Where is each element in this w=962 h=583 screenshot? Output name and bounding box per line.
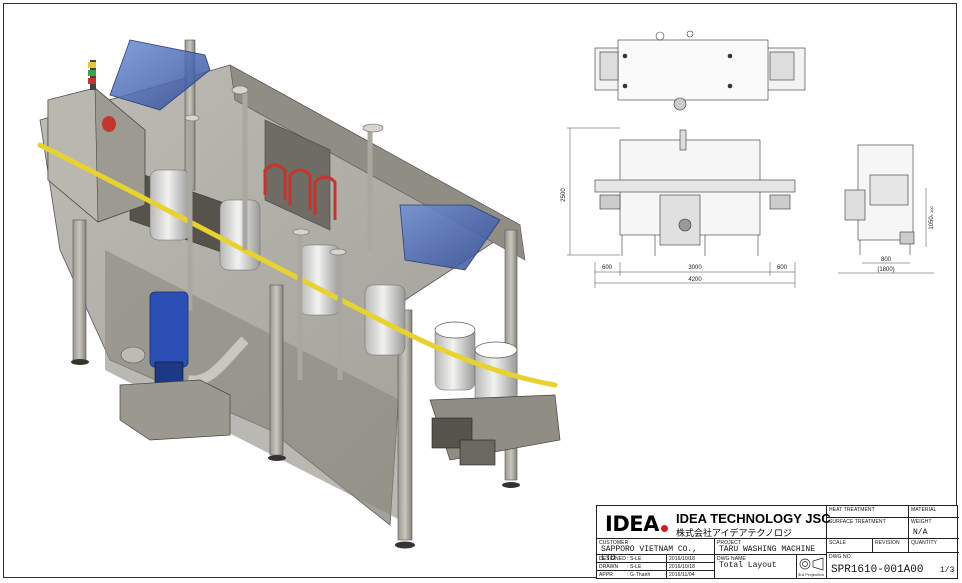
material-cell: MATERIAL: [909, 506, 959, 518]
title-block: IDEA IDEA TECHNOLOGY JSC 株式会社アイデアテクノロジ H…: [596, 505, 959, 579]
dim-right-section: 600: [777, 265, 788, 271]
dim-middle-section: 3000: [688, 265, 702, 271]
idea-logo: IDEA: [605, 512, 659, 536]
projection-cell: 3rd Projection: [797, 555, 827, 579]
dim-side-height: 2500: [561, 188, 567, 202]
designed-date-cell: 2016/10/18: [667, 555, 715, 563]
customer-cell: CUSTOMER SAPPORO VIETNAM CO., LTD: [597, 539, 715, 563]
top-view: [594, 30, 806, 111]
drawn-cell: DRAWN : S-LE: [597, 563, 667, 571]
drawn-date-cell: 2016/10/18: [667, 563, 715, 571]
company-name-jp: 株式会社アイデアテクノロジ: [676, 529, 793, 539]
approved-cell: APPR : G-Thanh: [597, 571, 667, 579]
drawing-number: SPR1610-001A00: [831, 564, 924, 576]
dwg-no-cell: DWG NO. SPR1610-001A00 1/3: [829, 554, 955, 576]
designed-cell: DESIGNED : S-LE: [597, 555, 667, 563]
logo-red-dot-icon: [661, 525, 668, 532]
approved-date-cell: 2016/11/04: [667, 571, 715, 579]
front-view: [594, 129, 796, 256]
dim-end-width: 800: [881, 257, 892, 263]
weight-cell: WEIGHT N/A: [909, 518, 959, 539]
drawing-border: [3, 3, 957, 578]
sheet-number: 1/3: [940, 566, 955, 575]
dim-total-length: 4200: [688, 277, 702, 283]
dim-end-total: (1800): [877, 267, 894, 273]
company-name: IDEA TECHNOLOGY JSC: [676, 511, 831, 526]
dwg-name-cell: DWG NAME Total Layout: [715, 555, 797, 579]
third-angle-projection-icon: [799, 557, 824, 571]
dim-end-height: 1050± 100: [929, 206, 935, 230]
project-cell: PROJECT TARU WASHING MACHINE: [715, 539, 827, 555]
revision-cell: REVISION: [873, 539, 909, 553]
scale-cell: SCALE: [827, 539, 873, 553]
company-logo-area: IDEA IDEA TECHNOLOGY JSC 株式会社アイデアテクノロジ: [597, 506, 831, 539]
heat-treatment-cell: HEAT TREATMENT: [827, 506, 909, 518]
dim-left-section: 600: [602, 265, 613, 271]
surface-treatment-cell: SURFACE TREATMENT: [827, 518, 909, 539]
quantity-cell: QUANTITY: [909, 539, 959, 553]
side-view: [844, 144, 915, 255]
